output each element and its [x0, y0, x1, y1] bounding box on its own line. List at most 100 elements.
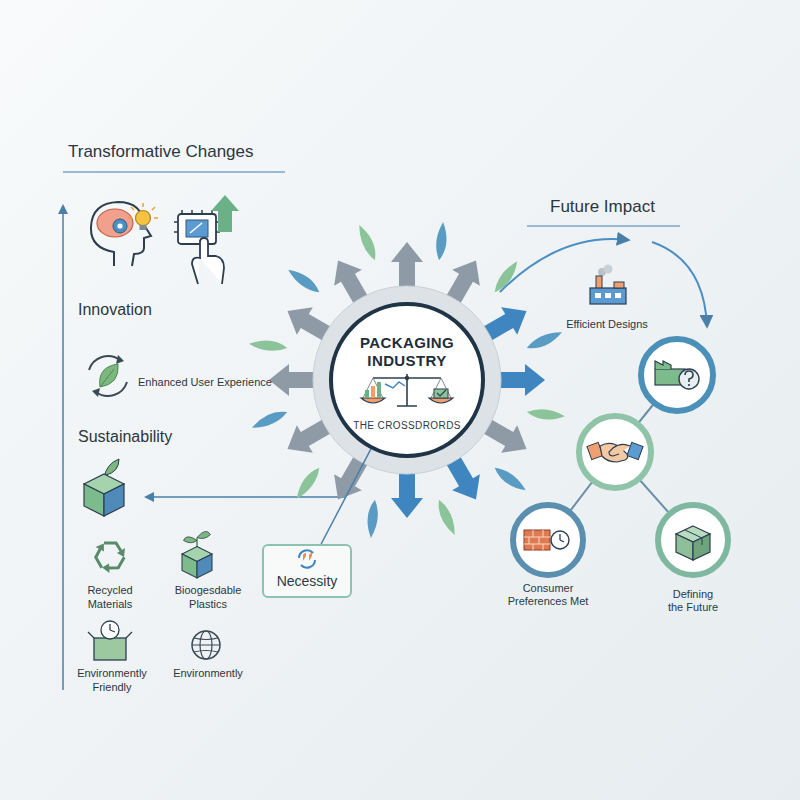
gear-hole	[117, 223, 122, 228]
arrow-shape	[391, 470, 423, 518]
arrow-shape	[279, 411, 337, 463]
hub-circle: PACKAGING INDUSTRY THE CROSSDRORDS	[329, 302, 485, 458]
radial-arrow	[279, 411, 337, 463]
recycle-head	[117, 548, 125, 557]
factory-window	[605, 293, 611, 298]
question-bubble	[679, 369, 699, 389]
arrow-shape	[391, 242, 423, 290]
heading-underline	[527, 225, 680, 227]
leaf-shape	[489, 260, 524, 295]
leaf-decor	[489, 260, 524, 295]
cube-top	[84, 474, 124, 494]
hub-title: PACKAGING INDUSTRY	[347, 334, 467, 370]
factory-question-icon	[655, 361, 699, 389]
clock-face	[101, 621, 119, 639]
circle-outline	[655, 502, 731, 578]
radial-arrow	[477, 297, 535, 349]
hand	[600, 443, 628, 462]
cube-right	[197, 554, 212, 578]
leaf-shape	[357, 223, 377, 263]
flow-arrow	[652, 242, 707, 326]
leaf-decor	[525, 330, 565, 350]
vertical-axis-arrow	[62, 206, 64, 690]
globe-latitudes	[192, 638, 220, 652]
chain-line	[615, 375, 677, 452]
box-flaps	[88, 632, 132, 638]
smoke-puff	[604, 265, 613, 274]
arrow-shape	[279, 297, 337, 349]
leaf-shape	[100, 364, 119, 387]
recycle-head	[102, 562, 114, 573]
item-label: Recycled Materials	[70, 584, 150, 612]
hub-subtitle: THE CROSSDRORDS	[337, 420, 477, 432]
radial-arrow	[269, 364, 317, 396]
sapling-leaf	[184, 537, 198, 543]
globe-outline	[192, 631, 220, 659]
recycle-arrow	[91, 543, 114, 568]
recycle-icon	[91, 543, 125, 576]
cycle-arc	[96, 382, 127, 396]
flow-arrow	[500, 239, 628, 292]
leaf-shape	[287, 263, 322, 298]
leaf-decor	[526, 404, 566, 424]
circle-outline	[329, 302, 485, 458]
bulb-glass	[136, 211, 151, 226]
radial-arrow	[279, 297, 337, 349]
outcome-label: Defining the Future	[666, 588, 720, 614]
leaf-shape	[525, 330, 565, 350]
leaf-vein	[100, 369, 114, 387]
question-dot	[688, 384, 690, 386]
factory-icon	[590, 265, 626, 305]
circle-shape	[331, 304, 483, 456]
bulb-rays	[128, 203, 158, 218]
leaf-decor	[493, 462, 528, 497]
radial-arrow	[391, 470, 423, 518]
arrow-shape	[269, 364, 317, 396]
factory-window	[595, 293, 601, 298]
circle-shape	[513, 505, 583, 575]
item-label: Efficient Designs	[552, 318, 662, 332]
leaf-shape	[250, 409, 290, 429]
sapling-leaf	[197, 531, 211, 538]
radial-arrow	[438, 252, 490, 310]
sapling-cube-icon	[182, 531, 212, 578]
chimney	[596, 276, 602, 290]
sleeve	[587, 442, 603, 459]
outcome-label: Consumer Preferences Met	[503, 582, 593, 608]
leaf-shape	[526, 404, 566, 424]
arrow-shape	[324, 252, 376, 310]
radial-arrow	[477, 411, 535, 463]
lightbulb-icon	[128, 203, 158, 230]
necessity-box: Necessity	[262, 544, 352, 598]
leaf-decor	[357, 223, 377, 263]
outline-circle	[641, 339, 713, 411]
leaf-decor	[287, 263, 322, 298]
pointer-arrow	[146, 496, 345, 498]
recycle-arrow	[102, 550, 125, 575]
leaf-decor	[250, 409, 290, 429]
circle-shape	[658, 505, 728, 575]
connector-line	[321, 449, 371, 544]
growth-arrow	[211, 195, 239, 232]
question-mark	[685, 371, 693, 382]
cube-left	[84, 484, 104, 516]
leaf-shape	[431, 221, 451, 261]
brain-icon	[91, 202, 151, 266]
recycle-arrow	[104, 543, 125, 557]
chip-core	[186, 220, 208, 237]
clock-hands	[110, 624, 115, 632]
leaf-decor	[290, 466, 325, 501]
clock-box-icon	[88, 621, 132, 660]
cycle-arc	[89, 356, 120, 370]
globe-meridian	[200, 631, 212, 659]
leaf-shape	[493, 462, 528, 497]
item-label: Environmently	[158, 667, 258, 681]
leaf-decor	[248, 335, 288, 355]
section-heading: Future Impact	[550, 196, 730, 217]
item-label: Bioogesdable Plastics	[163, 584, 253, 612]
factory-roof	[655, 361, 671, 369]
arrow-shape	[497, 364, 545, 396]
cube-right	[104, 484, 124, 516]
hub-radial	[248, 221, 565, 538]
